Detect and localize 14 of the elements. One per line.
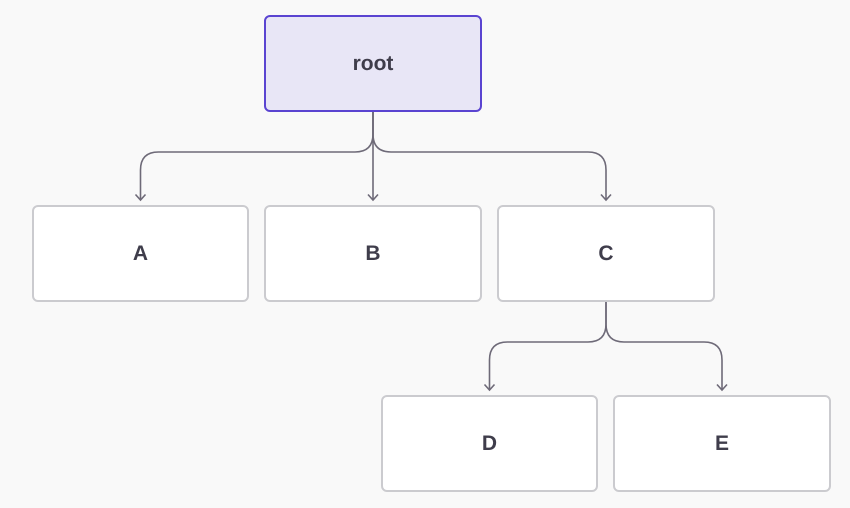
node-label: A (132, 242, 148, 266)
node-label: root (352, 52, 394, 76)
tree-node-box (613, 395, 831, 492)
connector-arrow (605, 302, 728, 391)
node-label: C (598, 242, 614, 266)
tree-node-box (497, 205, 715, 302)
tree-node-box (32, 205, 249, 302)
connector-arrow (372, 112, 612, 201)
node-label: B (365, 242, 381, 266)
tree-node-box (264, 205, 482, 302)
node-label: D (482, 432, 498, 456)
tree-node-box (381, 395, 598, 492)
root-box (264, 15, 482, 112)
node-label: E (714, 432, 729, 456)
